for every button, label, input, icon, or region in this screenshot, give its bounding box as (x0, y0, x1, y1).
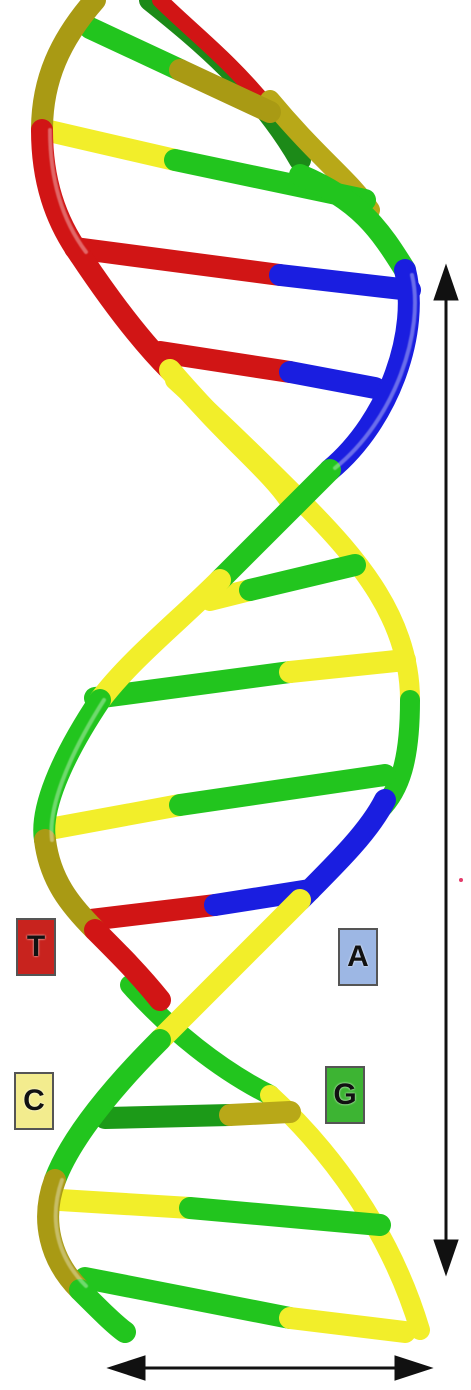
base-label-t-text: T (27, 930, 45, 964)
base-label-c-text: C (23, 1084, 45, 1118)
base-label-a: A (338, 928, 378, 986)
pitch-arrow (434, 265, 458, 1275)
base-label-g: G (325, 1066, 365, 1124)
base-pairs (45, 28, 410, 1332)
red-dot (459, 878, 463, 882)
base-pair-11 (85, 1278, 405, 1332)
base-pair-10 (60, 1200, 380, 1225)
base-pair-3 (75, 248, 410, 290)
base-label-c: C (14, 1072, 54, 1130)
diameter-arrow (108, 1356, 432, 1380)
base-label-a-text: A (347, 940, 369, 974)
base-label-t: T (16, 918, 56, 976)
base-pair-7 (55, 775, 385, 828)
base-label-g-text: G (333, 1078, 356, 1112)
base-pair-9 (105, 1112, 290, 1118)
